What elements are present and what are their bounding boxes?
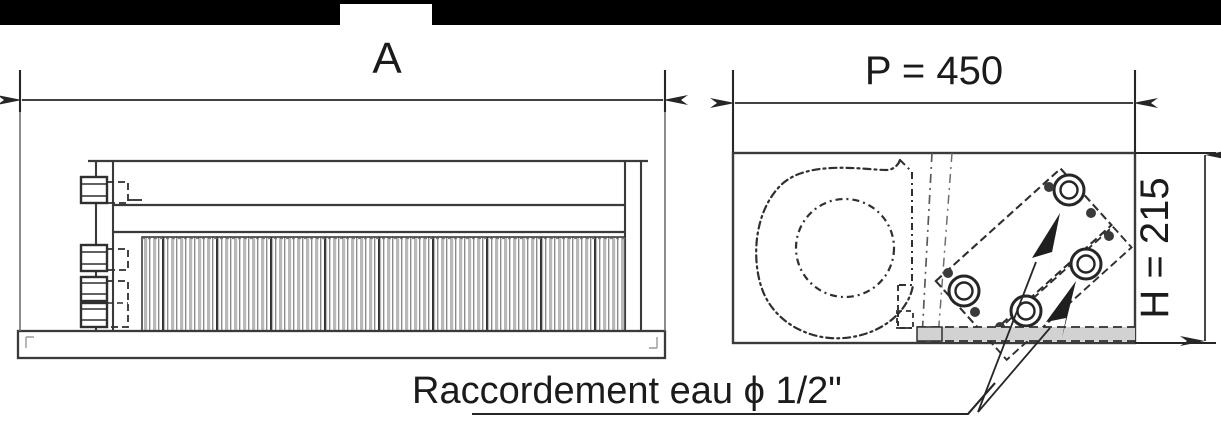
pipe-hidden-1 bbox=[107, 181, 129, 204]
hex-inner-2 bbox=[1076, 254, 1096, 274]
base-tray bbox=[16, 329, 667, 360]
hex-fitting-left bbox=[947, 274, 981, 308]
bolt-dot-1 bbox=[1044, 182, 1054, 192]
bolt-dot-5 bbox=[970, 307, 980, 317]
connection-fitting-3 bbox=[79, 275, 129, 329]
connection-fitting-2 bbox=[79, 243, 129, 273]
connection-fitting-1 bbox=[79, 175, 142, 205]
partition-line-2 bbox=[937, 152, 953, 339]
condensate-tray bbox=[916, 326, 1135, 342]
partition-line-1 bbox=[921, 152, 933, 339]
tray-corner-right bbox=[649, 337, 658, 349]
hex-inner-1 bbox=[1059, 180, 1079, 200]
pipe-hidden-2 bbox=[107, 248, 129, 271]
tray-end-cap bbox=[916, 326, 943, 342]
fan-mount-box bbox=[896, 310, 914, 329]
hex-fitting-right bbox=[1069, 247, 1103, 281]
pipe-hidden-3 bbox=[107, 280, 129, 328]
side-view: P = 450 bbox=[710, 49, 1221, 362]
label-a: A bbox=[372, 34, 402, 83]
hex-body-1 bbox=[79, 175, 109, 205]
base-tray-outline bbox=[16, 329, 667, 360]
front-view bbox=[0, 70, 688, 360]
bolt-dot-2 bbox=[1086, 208, 1096, 218]
bolt-dot-3 bbox=[1104, 231, 1114, 241]
volute-outer bbox=[755, 158, 915, 340]
fan-impeller-circle bbox=[794, 197, 896, 299]
fan-scroll-volute bbox=[755, 158, 915, 340]
tray-fill bbox=[917, 327, 1135, 341]
band-notch bbox=[340, 4, 432, 25]
hex-inner-3 bbox=[954, 281, 974, 301]
hex-fittings bbox=[943, 173, 1114, 332]
tilted-coil-block bbox=[934, 167, 1133, 362]
hex-body-3 bbox=[79, 275, 109, 303]
top-black-band bbox=[0, 0, 1221, 25]
coil-outline-outer bbox=[934, 167, 1113, 339]
hex-fitting-bottom bbox=[1009, 294, 1043, 328]
leader-line-2 bbox=[977, 327, 1051, 413]
hex-fitting-top bbox=[1052, 173, 1086, 207]
fin-separators bbox=[142, 237, 625, 332]
callout-arrowhead-2 bbox=[1046, 281, 1076, 338]
callout-underline bbox=[472, 382, 996, 416]
callout-arrowhead-1 bbox=[1032, 213, 1060, 272]
hex-body-2 bbox=[79, 243, 109, 273]
label-height: H = 215 bbox=[1133, 177, 1177, 318]
water-connection-callout: Raccordement eau ϕ 1/2" bbox=[412, 213, 1076, 416]
hex-body-4 bbox=[79, 301, 109, 329]
callout-text: Raccordement eau ϕ 1/2" bbox=[412, 370, 842, 412]
water-connections bbox=[79, 175, 142, 329]
label-depth: P = 450 bbox=[865, 49, 1003, 93]
band-fill bbox=[0, 0, 1221, 25]
bolt-dot-4 bbox=[943, 268, 953, 278]
volute-outlet bbox=[898, 159, 913, 286]
leader-line-1 bbox=[977, 261, 1037, 413]
fin-pack bbox=[141, 236, 626, 333]
tray-corner-left bbox=[25, 336, 34, 348]
